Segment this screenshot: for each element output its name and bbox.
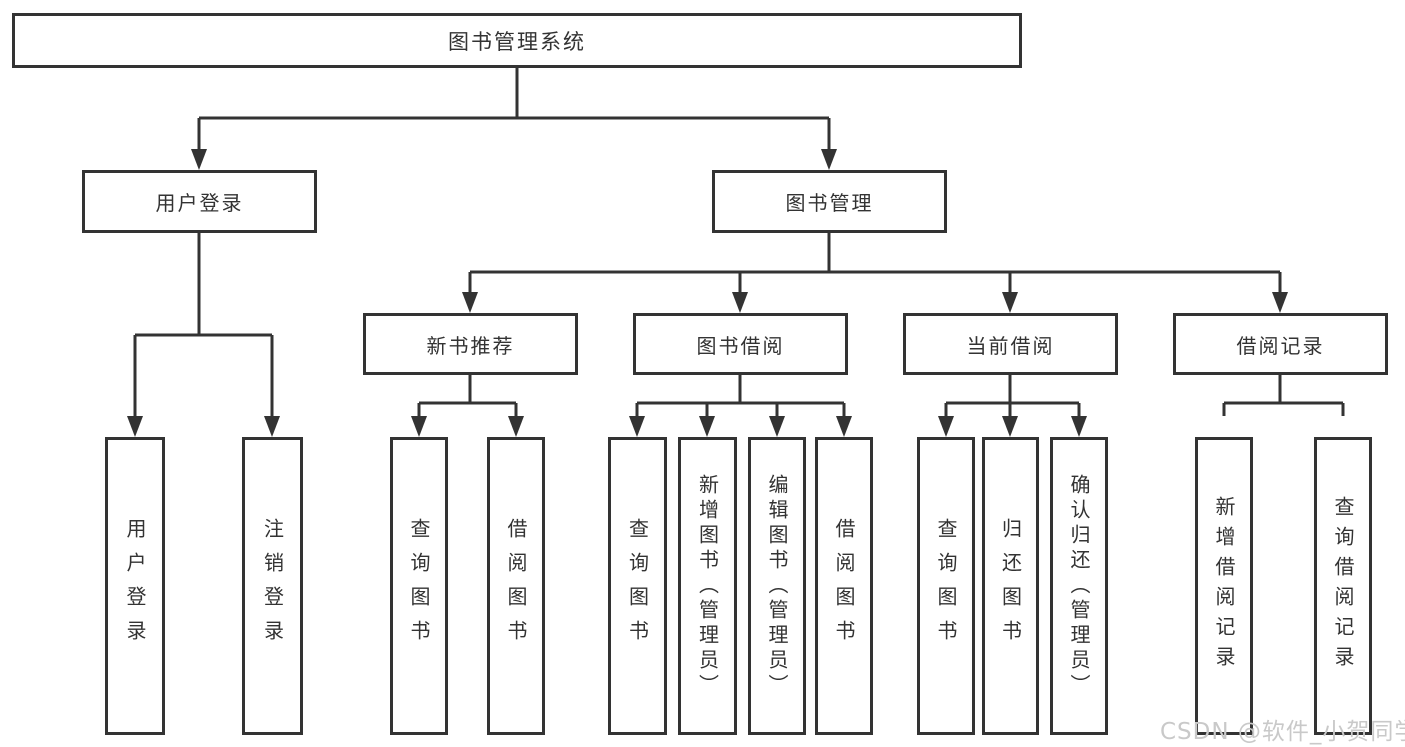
node-borrow-add-books: 新增图书（管理员） — [678, 437, 737, 735]
node-user-login-label: 用户登录 — [155, 191, 244, 215]
edge-book-borrow — [635, 375, 846, 416]
node-rec-query-books: 查询图书 — [390, 437, 448, 735]
node-leaf-logout-label: 注销登录 — [260, 518, 285, 654]
node-current-confirm-return-label: 确认归还（管理员） — [1067, 473, 1091, 699]
node-book-management-label: 图书管理 — [785, 191, 874, 215]
node-current-borrow: 当前借阅 — [903, 313, 1118, 375]
edge-root — [197, 68, 831, 149]
node-rec-borrow-books-label: 借阅图书 — [504, 518, 528, 654]
node-root: 图书管理系统 — [12, 13, 1022, 68]
node-current-query-books-label: 查询图书 — [934, 518, 958, 654]
node-borrow-edit-books-label: 编辑图书（管理员） — [765, 473, 789, 699]
edge-current-borrow — [944, 375, 1081, 416]
node-book-borrow-label: 图书借阅 — [696, 333, 785, 358]
node-new-book-recommend: 新书推荐 — [363, 313, 578, 375]
arrowheads — [127, 149, 1288, 437]
node-record-query: 查询借阅记录 — [1314, 437, 1372, 735]
node-borrow-query-books-label: 查询图书 — [625, 518, 650, 654]
node-leaf-user-login-label: 用户登录 — [123, 518, 147, 654]
node-user-login: 用户登录 — [82, 170, 317, 233]
node-current-confirm-return: 确认归还（管理员） — [1050, 437, 1108, 735]
node-record-add-label: 新增借阅记录 — [1212, 496, 1236, 676]
node-borrow-query-books: 查询图书 — [608, 437, 667, 735]
node-current-borrow-label: 当前借阅 — [966, 333, 1055, 358]
node-borrow-edit-books: 编辑图书（管理员） — [748, 437, 806, 735]
edge-new-book-recommend — [417, 375, 518, 416]
node-book-borrow: 图书借阅 — [633, 313, 848, 375]
node-new-book-recommend-label: 新书推荐 — [426, 333, 515, 358]
node-record-query-label: 查询借阅记录 — [1331, 496, 1355, 676]
edge-borrow-records — [1222, 375, 1345, 416]
node-root-label: 图书管理系统 — [448, 29, 586, 54]
node-leaf-logout: 注销登录 — [242, 437, 303, 735]
node-borrow-borrow-books: 借阅图书 — [815, 437, 873, 735]
node-current-query-books: 查询图书 — [917, 437, 975, 735]
node-current-return-books: 归还图书 — [982, 437, 1039, 735]
node-current-return-books-label: 归还图书 — [998, 518, 1023, 654]
node-record-add: 新增借阅记录 — [1195, 437, 1253, 735]
csdn-watermark: CSDN @软件_小贺同学 — [1160, 719, 1405, 745]
node-leaf-user-login: 用户登录 — [105, 437, 165, 735]
edge-book-mgmt — [468, 233, 1282, 292]
edge-user-login — [133, 233, 274, 416]
node-rec-query-books-label: 查询图书 — [407, 518, 431, 654]
node-book-management: 图书管理 — [712, 170, 947, 233]
node-borrow-records-label: 借阅记录 — [1236, 333, 1325, 358]
node-borrow-borrow-books-label: 借阅图书 — [832, 518, 856, 654]
node-rec-borrow-books: 借阅图书 — [487, 437, 545, 735]
node-borrow-records: 借阅记录 — [1173, 313, 1388, 375]
node-borrow-add-books-label: 新增图书（管理员） — [695, 473, 720, 699]
